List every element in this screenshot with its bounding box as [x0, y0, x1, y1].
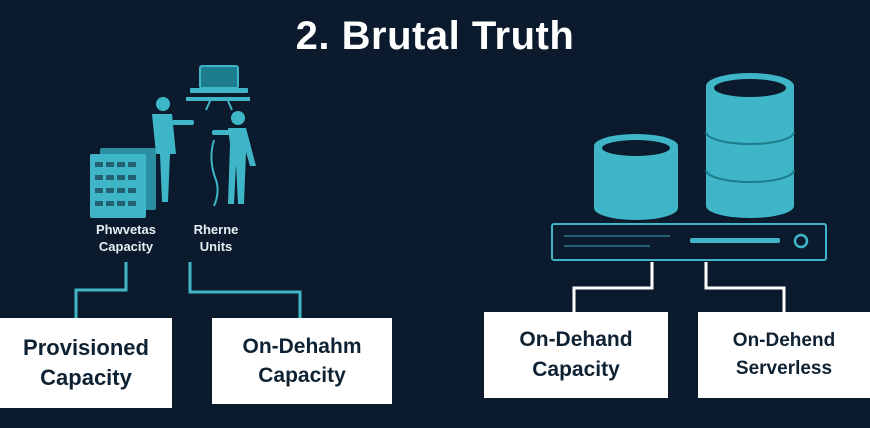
laptop-icon	[186, 65, 250, 111]
storage-device-icon	[551, 223, 827, 261]
server-rack-icon	[90, 148, 156, 218]
illustration-label-left: Phwvetas Capacity	[96, 222, 156, 254]
page-title: 2. Brutal Truth	[295, 14, 575, 58]
right-connectors	[572, 262, 786, 312]
left-connectors	[74, 262, 302, 318]
people-collaborating-icon	[152, 97, 256, 207]
illustration-label-right: Rherne Units	[193, 222, 239, 254]
database-cylinder-icon	[594, 73, 795, 220]
